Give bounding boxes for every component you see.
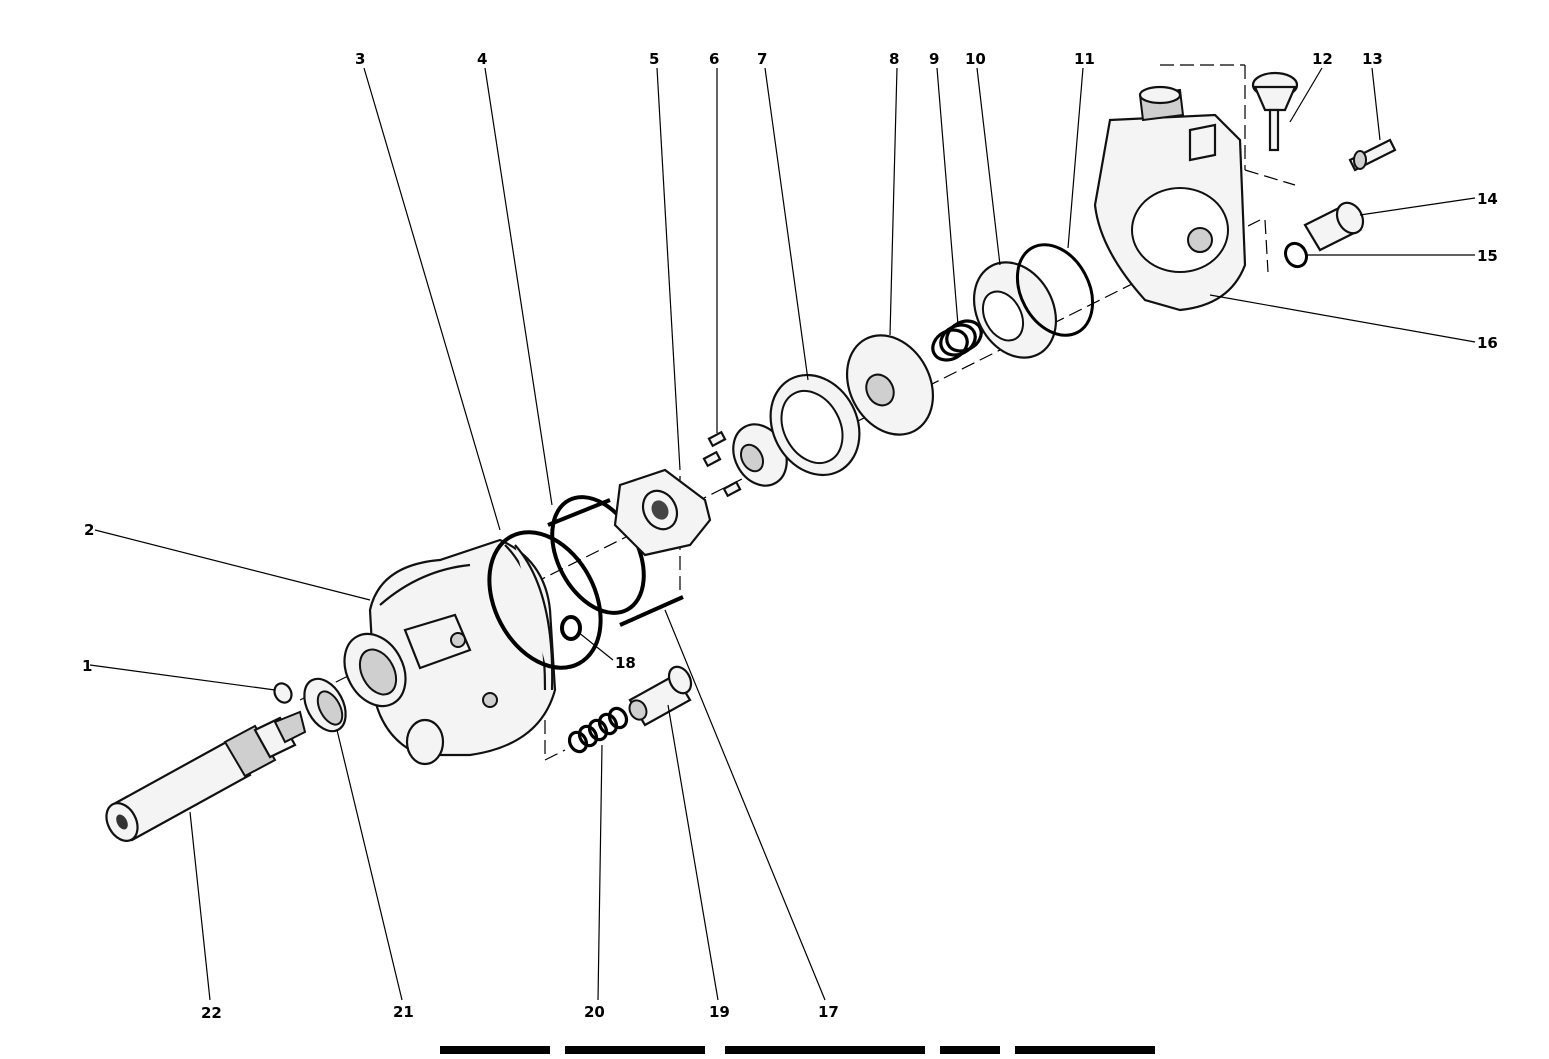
callout-4: 4 (477, 50, 487, 68)
callout-8: 8 (889, 50, 899, 68)
spring-large (931, 319, 983, 362)
dowel-pins (547, 498, 684, 627)
shaft-seal (303, 677, 347, 733)
callout-15: 15 (1477, 247, 1498, 265)
callout-11: 11 (1074, 50, 1095, 68)
callout-12: 12 (1312, 50, 1333, 68)
mounting-stud (1348, 138, 1397, 172)
callout-21: 21 (393, 1003, 414, 1021)
callout-18: 18 (615, 654, 636, 672)
callout-22: 22 (201, 1004, 222, 1022)
dipstick-cap (1251, 71, 1299, 152)
callout-13: 13 (1362, 50, 1383, 68)
drive-shaft (105, 710, 307, 842)
flow-control-valve (628, 665, 693, 727)
union-fitting (1303, 201, 1365, 252)
o-ring-small (560, 615, 582, 641)
thrust-plate (845, 334, 935, 436)
callout-19: 19 (709, 1003, 730, 1021)
callout-20: 20 (584, 1003, 605, 1021)
callout-6: 6 (709, 50, 719, 68)
callout-3: 3 (355, 50, 365, 68)
vanes (702, 430, 742, 498)
callout-9: 9 (929, 50, 939, 68)
callout-16: 16 (1477, 334, 1498, 352)
callout-1: 1 (82, 657, 92, 675)
callout-labels: 1 2 3 4 5 6 7 8 9 10 11 12 13 14 15 16 1… (82, 50, 1498, 1022)
end-plate (972, 261, 1058, 359)
callout-10: 10 (965, 50, 986, 68)
cropped-caption-strip (440, 1046, 1155, 1054)
end-plate-retaining-ring (1015, 243, 1095, 337)
leader-lines (89, 67, 1476, 1001)
pressure-plate (613, 468, 712, 557)
union-o-ring (1284, 241, 1308, 269)
callout-7: 7 (757, 50, 767, 68)
callout-17: 17 (818, 1003, 839, 1021)
callout-2: 2 (84, 521, 94, 539)
o-ring-large (487, 530, 603, 670)
rotor (732, 423, 788, 487)
reservoir (1093, 85, 1247, 312)
callout-5: 5 (649, 50, 659, 68)
retaining-ring (273, 682, 293, 704)
pump-ring (769, 373, 861, 477)
pump-housing (343, 538, 557, 766)
callout-14: 14 (1477, 190, 1498, 208)
valve-spring (567, 706, 629, 754)
